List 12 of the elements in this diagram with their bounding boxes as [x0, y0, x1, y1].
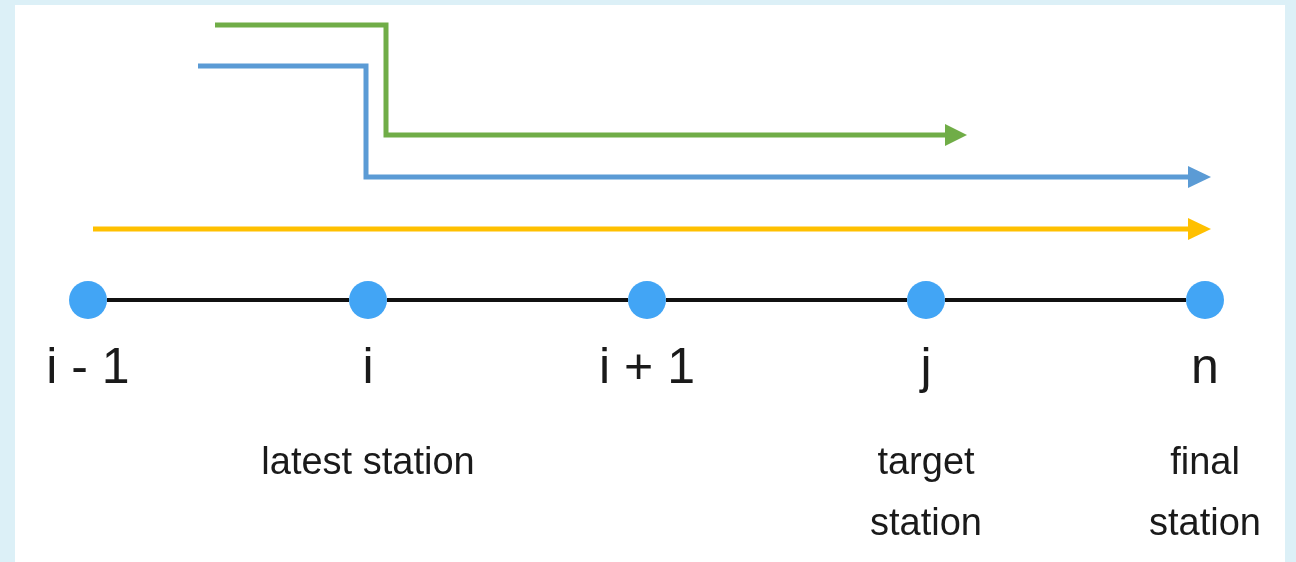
- station-caption: final station: [1148, 439, 1262, 545]
- connector-line: [107, 298, 349, 302]
- connector-line: [945, 298, 1186, 302]
- station-caption: latest station: [260, 439, 476, 484]
- station-label: n: [1191, 341, 1219, 391]
- station-label: j: [920, 341, 932, 391]
- connector-line: [387, 298, 628, 302]
- station-caption: target station: [869, 439, 983, 545]
- station-label: i + 1: [599, 341, 695, 391]
- station-label: i: [362, 341, 374, 391]
- connector-line: [666, 298, 907, 302]
- station-label: i - 1: [46, 341, 130, 391]
